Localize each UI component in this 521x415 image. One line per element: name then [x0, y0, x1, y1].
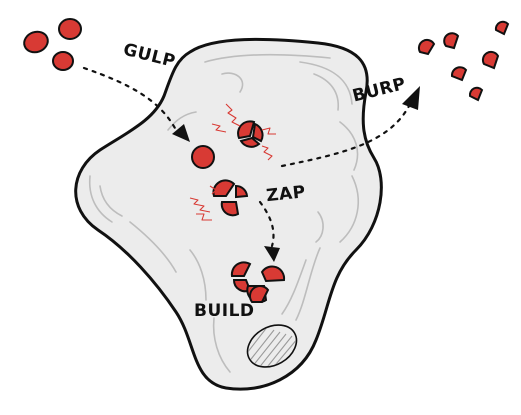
particle: [52, 51, 74, 71]
burp-arrow: [280, 102, 412, 168]
assembled-structure: [230, 261, 286, 303]
food-particles: [23, 18, 82, 71]
particle: [58, 18, 82, 40]
gulped-particle: [191, 145, 215, 169]
burp-arrowhead: [402, 86, 420, 110]
spark-icon: [211, 123, 227, 133]
gulp-arrow: [82, 66, 178, 132]
particle: [23, 30, 49, 54]
spark-icon: [209, 185, 217, 195]
gulp-label: GULP: [121, 40, 177, 72]
spark-icon: [225, 103, 241, 127]
zap-label: ZAP: [265, 182, 306, 206]
breaking-particle-upper: [211, 103, 276, 161]
spark-icon: [261, 127, 276, 135]
spark-icon: [261, 145, 273, 161]
gulp-arrowhead: [172, 124, 190, 142]
spark-icon: [189, 197, 211, 213]
build-label: BUILD: [194, 301, 255, 321]
inner-membrane: [88, 53, 360, 373]
spark-icon: [196, 213, 212, 221]
expelled-fragments: [417, 20, 510, 102]
zap-arrowhead: [264, 246, 280, 262]
breaking-particle-lower: [189, 179, 249, 221]
